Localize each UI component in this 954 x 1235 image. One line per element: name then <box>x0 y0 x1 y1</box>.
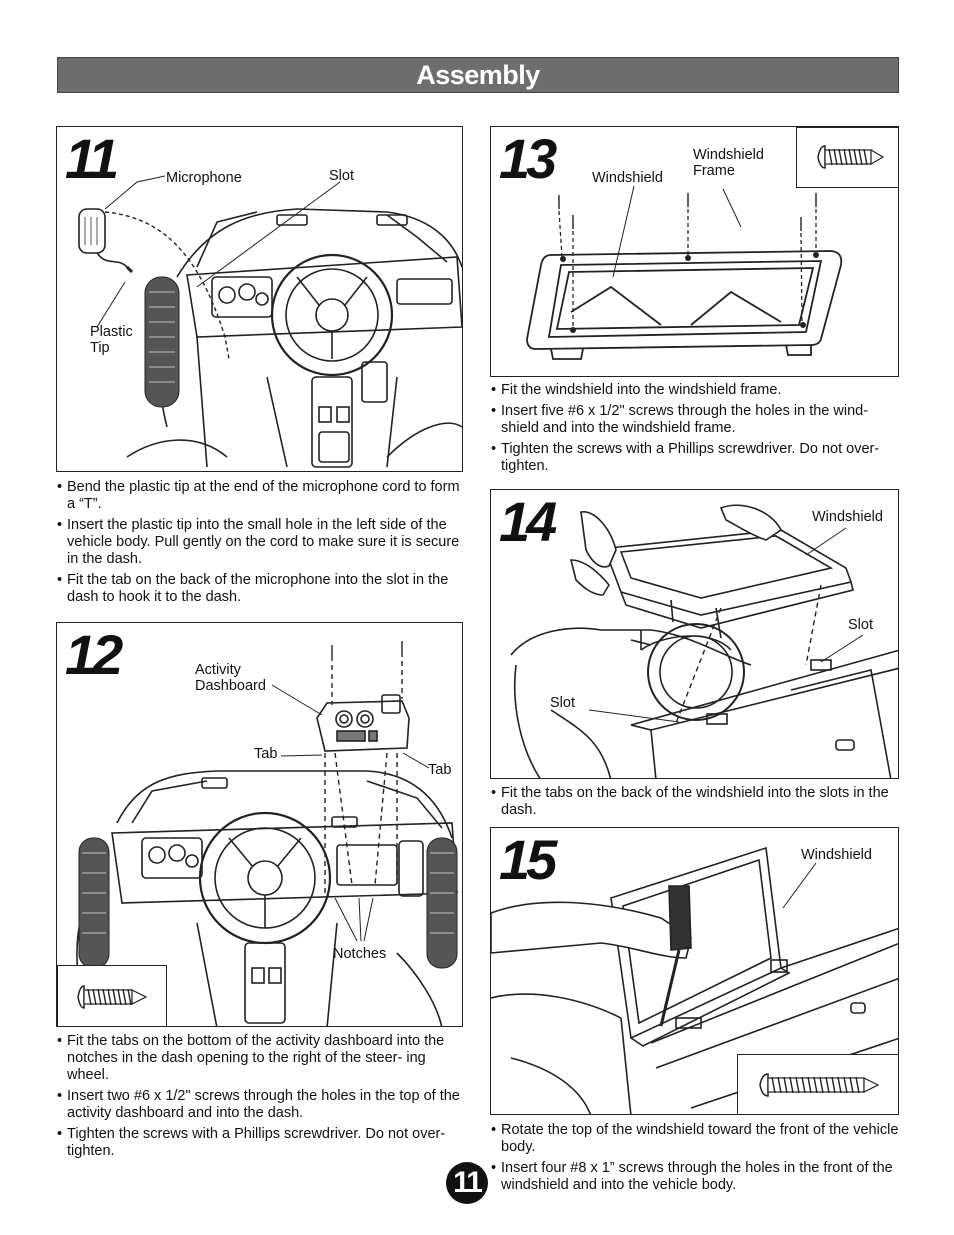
instruction-item: Fit the windshield into the windshield f… <box>491 382 899 399</box>
screw-callout-box <box>796 127 898 188</box>
label-tab-right: Tab <box>428 762 452 778</box>
step-11-panel: 11 <box>56 126 463 472</box>
label-windshield: Windshield <box>801 847 872 863</box>
label-windshield-frame: Windshield Frame <box>693 147 764 179</box>
label-slot: Slot <box>329 168 354 184</box>
instruction-item: Insert five #6 x 1/2" screws through the… <box>491 403 899 437</box>
label-plastic-tip: Plastic Tip <box>90 324 133 356</box>
step-12-number: 12 <box>65 623 123 686</box>
step-14-number: 14 <box>499 490 557 553</box>
section-title: Assembly <box>416 60 540 90</box>
instruction-item: Tighten the screws with a Phillips screw… <box>57 1126 463 1160</box>
label-microphone: Microphone <box>166 170 242 186</box>
instruction-item: Bend the plastic tip at the end of the m… <box>57 479 463 513</box>
label-windshield: Windshield <box>812 509 883 525</box>
step-14-illustration <box>510 504 898 778</box>
instruction-item: Insert four #8 x 1” screws through the h… <box>491 1160 899 1194</box>
instruction-item: Fit the tabs on the bottom of the activi… <box>57 1033 463 1084</box>
step-13-number: 13 <box>499 127 557 190</box>
label-windshield: Windshield <box>592 170 663 186</box>
screw-callout-box <box>57 965 167 1026</box>
label-tab-left: Tab <box>254 746 278 762</box>
step-13-instructions: Fit the windshield into the windshield f… <box>491 382 899 479</box>
page-number: 11 <box>446 1162 488 1204</box>
step-13-illustration <box>526 185 843 360</box>
section-header: Assembly <box>57 57 899 93</box>
instruction-item: Insert two #6 x 1/2" screws through the … <box>57 1088 463 1122</box>
step-12-panel: 12 <box>56 622 463 1027</box>
screw-icon <box>817 145 885 169</box>
step-12-instructions: Fit the tabs on the bottom of the activi… <box>57 1033 463 1164</box>
step-13-panel: 13 Windshield Windshield Frame <box>490 126 899 377</box>
label-slot-left: Slot <box>550 695 575 711</box>
step-15-panel: 15 Windshield <box>490 827 899 1115</box>
instruction-item: Fit the tabs on the back of the windshie… <box>491 785 899 819</box>
step-11-instructions: Bend the plastic tip at the end of the m… <box>57 479 463 610</box>
instruction-item: Tighten the screws with a Phillips screw… <box>491 441 899 475</box>
step-11-illustration <box>78 175 462 468</box>
screw-icon <box>77 985 148 1009</box>
screw-callout-box <box>737 1054 898 1114</box>
step-12-illustration <box>76 641 458 1026</box>
step-15-number: 15 <box>499 828 557 891</box>
instruction-item: Rotate the top of the windshield toward … <box>491 1122 899 1156</box>
step-14-instructions: Fit the tabs on the back of the windshie… <box>491 785 899 823</box>
step-15-instructions: Rotate the top of the windshield toward … <box>491 1122 899 1198</box>
step-11-number: 11 <box>65 127 119 190</box>
label-slot-right: Slot <box>848 617 873 633</box>
label-activity-dashboard: Activity Dashboard <box>195 662 266 694</box>
step-14-panel: 14 <box>490 489 899 779</box>
instruction-item: Insert the plastic tip into the small ho… <box>57 517 463 568</box>
instruction-item: Fit the tab on the back of the microphon… <box>57 572 463 606</box>
label-notches: Notches <box>333 946 387 962</box>
step-15-illustration <box>491 846 898 1114</box>
screw-icon <box>759 1073 880 1097</box>
